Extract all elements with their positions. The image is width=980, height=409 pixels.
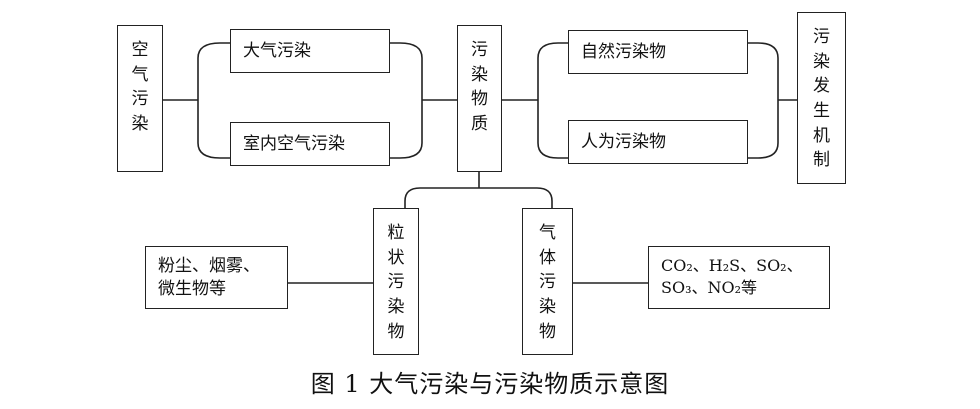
node-particulate-pollutants: 粒状污染物 xyxy=(373,208,419,355)
node-particulate-examples: 粉尘、烟雾、微生物等 xyxy=(145,246,288,309)
left-outer-bracket xyxy=(390,42,423,159)
right-inner-bracket xyxy=(537,42,568,159)
node-anthropogenic-pollutants: 人为污染物 xyxy=(568,120,748,164)
left-inner-bracket xyxy=(197,42,230,159)
node-gaseous-pollutants: 气体污染物 xyxy=(522,208,573,355)
bottom-split-bracket xyxy=(404,187,553,208)
node-atmospheric-pollution: 大气污染 xyxy=(230,29,390,73)
node-indoor-air-pollution: 室内空气污染 xyxy=(230,122,390,166)
node-gas-examples: CO₂、H₂S、SO₂、SO₃、NO₂等 xyxy=(648,246,830,309)
figure-caption: 图 1 大气污染与污染物质示意图 xyxy=(310,370,670,398)
node-pollution-mechanism: 污染发生机制 xyxy=(797,12,846,184)
node-natural-pollutants: 自然污染物 xyxy=(568,30,748,74)
node-pollutants: 污染物质 xyxy=(457,25,502,172)
right-outer-bracket xyxy=(748,42,779,159)
node-air-pollution: 空气污染 xyxy=(117,25,163,172)
